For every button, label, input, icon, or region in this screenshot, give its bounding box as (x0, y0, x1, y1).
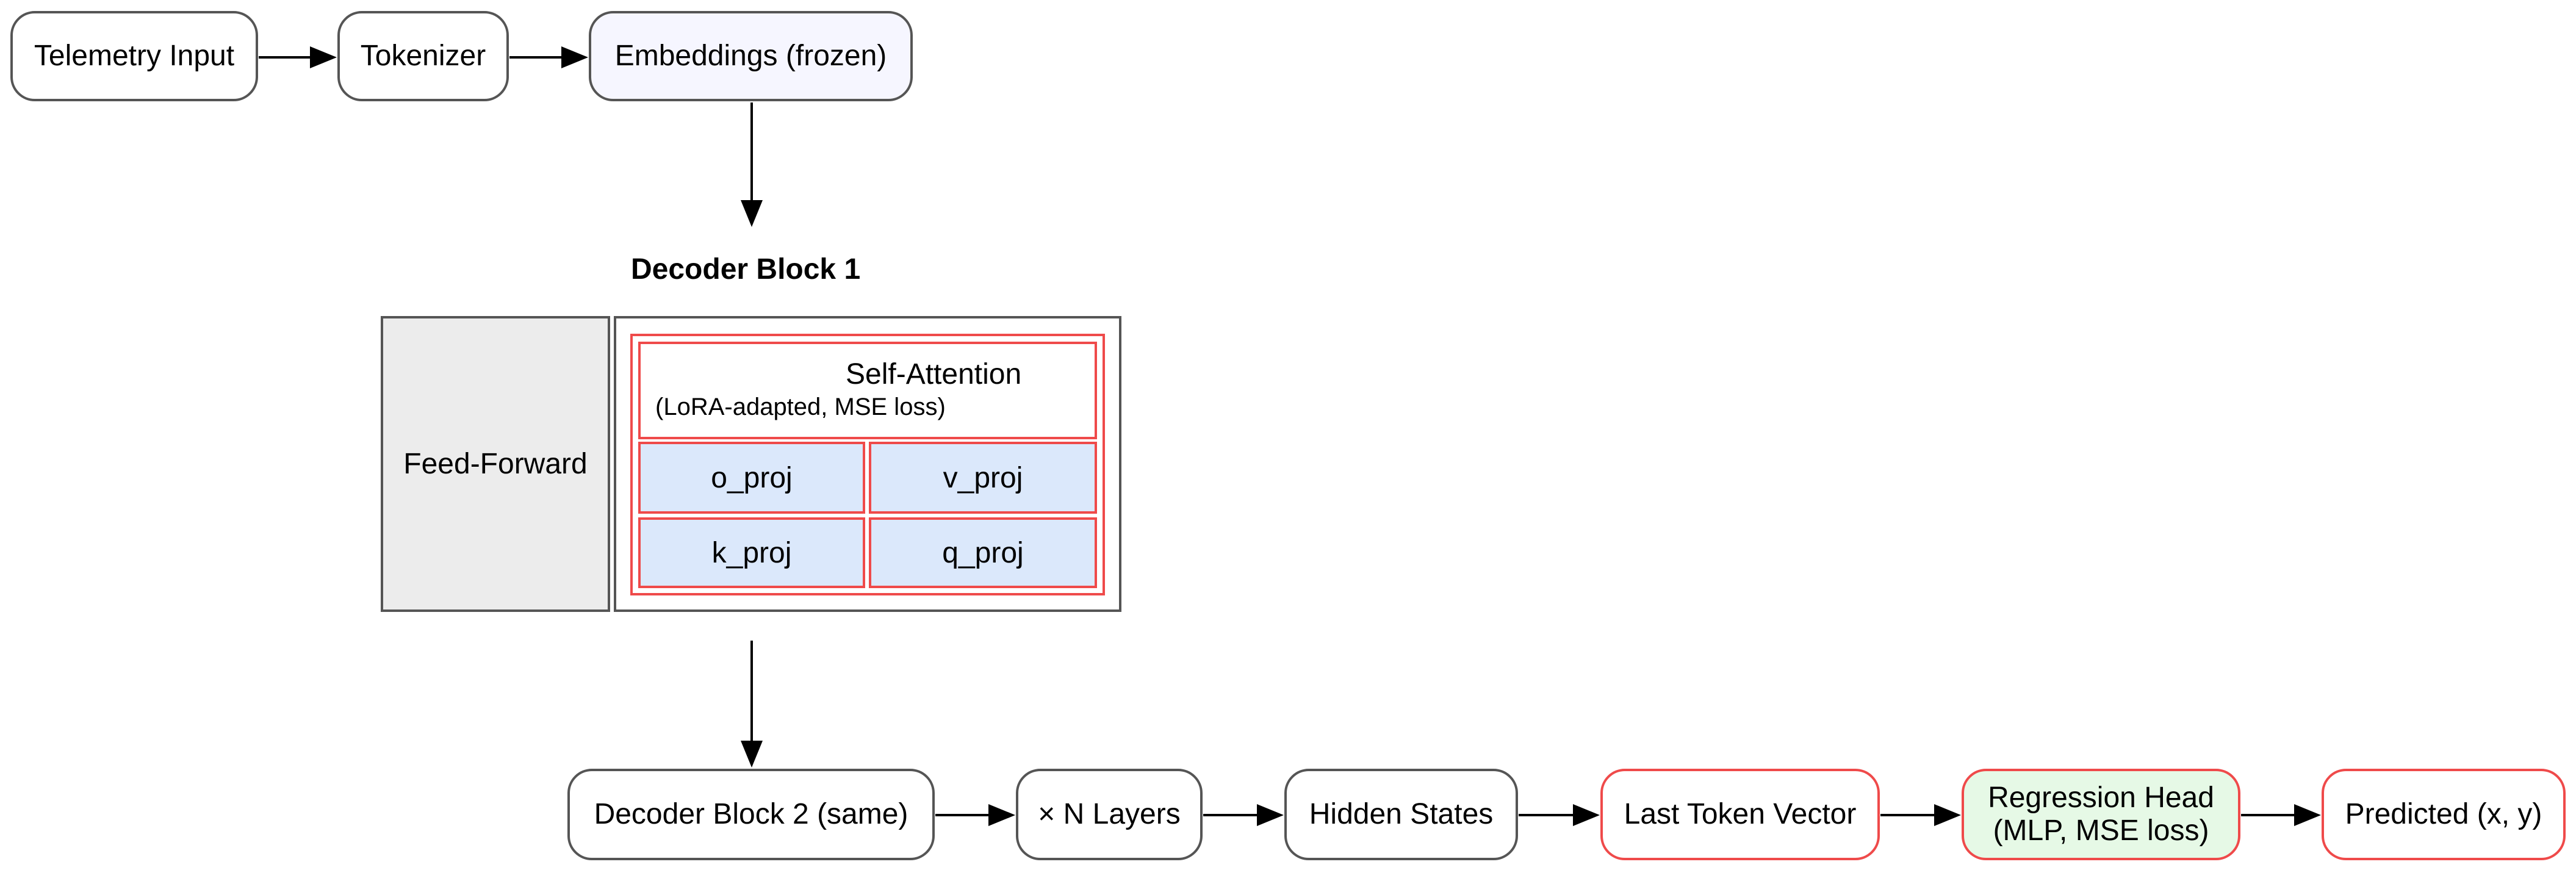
last-token-vector-node: Last Token Vector (1600, 769, 1880, 860)
last-token-vector-label: Last Token Vector (1624, 798, 1857, 831)
n-layers-node: × N Layers (1016, 769, 1203, 860)
q-proj-label: q_proj (942, 536, 1024, 569)
self-attention-subtitle: (LoRA-adapted, MSE loss) (655, 394, 946, 420)
predicted-node: Predicted (x, y) (2322, 769, 2566, 860)
o-proj-box: o_proj (638, 442, 865, 514)
embeddings-label: Embeddings (frozen) (614, 40, 887, 73)
arrowhead-hidden-lasttoken (1573, 804, 1600, 826)
n-layers-label: × N Layers (1038, 798, 1181, 831)
regression-head-sublabel: (MLP, MSE loss) (1993, 814, 2209, 847)
o-proj-label: o_proj (711, 461, 793, 494)
feed-forward-label: Feed-Forward (403, 448, 588, 480)
telemetry-input-node: Telemetry Input (10, 11, 258, 101)
feed-forward-box: Feed-Forward (381, 316, 610, 612)
v-proj-label: v_proj (943, 461, 1023, 494)
arrowhead-telemetry-tokenizer (310, 46, 337, 68)
arrowhead-lasttoken-regression (1934, 804, 1961, 826)
regression-head-node: Regression Head (MLP, MSE loss) (1962, 769, 2240, 860)
regression-head-label: Regression Head (1988, 782, 2214, 814)
self-attention-box (638, 342, 1097, 439)
telemetry-input-label: Telemetry Input (34, 40, 235, 73)
q-proj-box: q_proj (869, 517, 1097, 588)
arrowhead-block2-nlayers (988, 804, 1015, 826)
arrowhead-regression-predicted (2294, 804, 2321, 826)
k-proj-label: k_proj (711, 536, 792, 569)
arrowhead-tokenizer-embeddings (561, 46, 588, 68)
predicted-label: Predicted (x, y) (2345, 798, 2542, 831)
hidden-states-label: Hidden States (1309, 798, 1494, 831)
arrowhead-embeddings-block1 (741, 200, 763, 227)
hidden-states-node: Hidden States (1284, 769, 1518, 860)
decoder-block-1-title: Decoder Block 1 (631, 253, 861, 286)
decoder-block-2-label: Decoder Block 2 (same) (594, 798, 908, 831)
tokenizer-node: Tokenizer (337, 11, 509, 101)
self-attention-title: Self-Attention (846, 358, 1022, 390)
embeddings-node: Embeddings (frozen) (589, 11, 913, 101)
tokenizer-label: Tokenizer (360, 40, 486, 73)
k-proj-box: k_proj (638, 517, 865, 588)
v-proj-box: v_proj (869, 442, 1097, 514)
arrowhead-nlayers-hidden (1257, 804, 1284, 826)
arrowhead-block1-block2 (741, 741, 763, 768)
decoder-block-2-node: Decoder Block 2 (same) (567, 769, 935, 860)
